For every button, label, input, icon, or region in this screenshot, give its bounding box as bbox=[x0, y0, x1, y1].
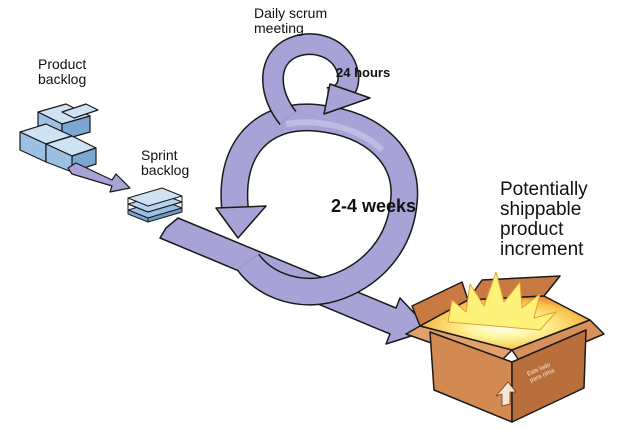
sprint-backlog-stack bbox=[127, 187, 183, 223]
product-backlog-stack bbox=[19, 103, 99, 173]
daily-loop-arrowhead bbox=[323, 83, 371, 115]
sprint-cycle-loop bbox=[215, 103, 419, 306]
product-backlog-label: Product backlog bbox=[38, 56, 87, 88]
daily-cycle-loop bbox=[262, 33, 371, 125]
up-arrow-icon bbox=[495, 381, 517, 407]
2-4-weeks-label: 2-4 weeks bbox=[331, 196, 417, 216]
24-hours-label: 24 hours bbox=[336, 65, 391, 80]
sprint-backlog-label: Sprint backlog bbox=[141, 147, 190, 179]
daily-scrum-label: Daily scrum meeting bbox=[254, 5, 328, 37]
product-increment-label: Potentially shippable product increment bbox=[500, 179, 588, 260]
product-increment-box bbox=[405, 271, 605, 423]
glow-burst bbox=[447, 271, 557, 331]
sprint-loop-arrowhead bbox=[215, 205, 267, 239]
backlog-flow-arrow bbox=[67, 162, 131, 193]
